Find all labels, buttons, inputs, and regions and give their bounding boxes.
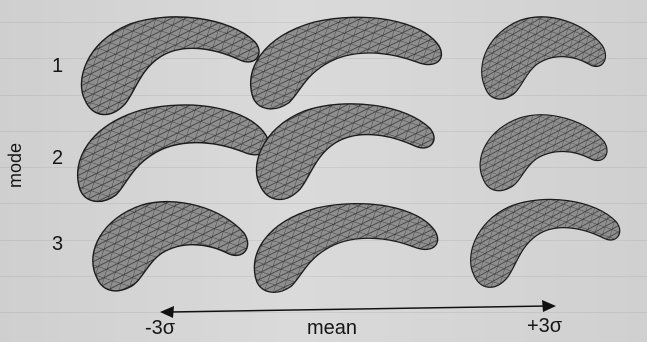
row-label-1: 1 xyxy=(52,56,63,76)
mesh-shape-mode2-col1 xyxy=(78,105,269,201)
mesh-shape-mode1-col3 xyxy=(482,17,606,99)
mesh-shape-mode2-col3 xyxy=(480,115,607,191)
axis-label-minus-3-sigma: -3σ xyxy=(145,318,175,338)
mesh-shape-mode3-col2 xyxy=(254,204,437,293)
mesh-shape-mode2-col2 xyxy=(256,104,434,200)
mesh-shape-mode3-col1 xyxy=(93,202,248,291)
axis-arrow-right-head xyxy=(542,300,556,312)
axis-arrow-line xyxy=(170,306,548,312)
mesh-shape-mode1-col1 xyxy=(81,17,259,115)
mesh-shape-mode3-col3 xyxy=(471,199,620,287)
row-label-3: 3 xyxy=(52,234,63,254)
axis-label-plus-3-sigma: +3σ xyxy=(527,316,562,336)
axis-label-mean: mean xyxy=(307,318,357,338)
mesh-shape-mode1-col2 xyxy=(251,17,442,109)
row-label-2: 2 xyxy=(52,148,63,168)
mode-axis-label: mode xyxy=(6,143,24,188)
